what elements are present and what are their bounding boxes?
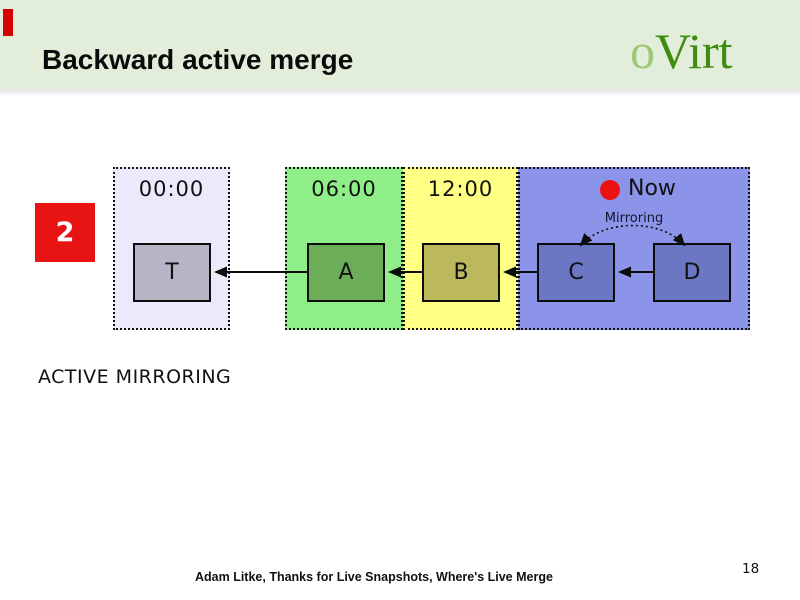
disk-box-a: A [307, 243, 385, 302]
active-mirroring-caption: ACTIVE MIRRORING [38, 366, 232, 388]
time-label-0000: 00:00 [138, 177, 205, 201]
disk-box-c: C [537, 243, 615, 302]
time-label-now: Now [628, 176, 676, 201]
slide-title: Backward active merge [42, 44, 354, 75]
disk-box-b: B [422, 243, 500, 302]
slide-header: Backward active merge oVirt [0, 0, 800, 89]
ovirt-logo: oVirt [630, 26, 733, 76]
mirroring-label: Mirroring [604, 211, 664, 226]
footer-attribution: Adam Litke, Thanks for Live Snapshots, W… [195, 570, 553, 584]
disk-box-t: T [133, 243, 211, 302]
red-marker [3, 9, 13, 36]
ovirt-logo-o: o [630, 23, 655, 79]
header-divider [0, 89, 800, 96]
timeline-panel-1200: 12:00 B [403, 167, 518, 330]
timeline-panel-now: Now Mirroring C D [518, 167, 750, 330]
disk-box-d: D [653, 243, 731, 302]
ovirt-logo-virt: Virt [655, 23, 733, 79]
page-number: 18 [742, 561, 760, 577]
timeline-panel-0000: 00:00 T [113, 167, 230, 330]
step-number-badge: 2 [35, 203, 95, 262]
timeline-panel-0600: 06:00 A [285, 167, 403, 330]
time-label-1200: 12:00 [427, 177, 494, 201]
now-dot-icon [600, 180, 620, 200]
time-label-0600: 06:00 [311, 177, 377, 201]
